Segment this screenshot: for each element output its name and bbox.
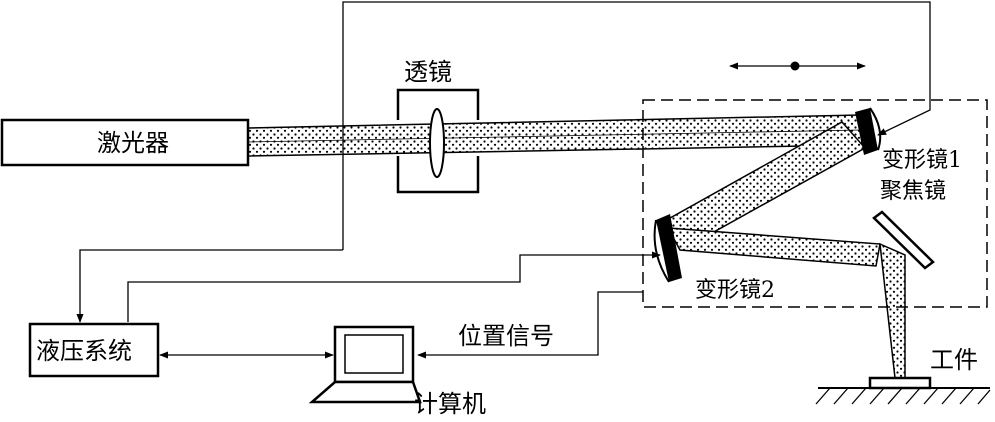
lens-icon	[429, 108, 445, 178]
lens-housing	[396, 88, 480, 194]
feedback-line-hydraulic-1	[76, 249, 343, 323]
motion-dot	[790, 61, 800, 71]
ground-hatching	[815, 387, 991, 405]
beam-focus-cone	[879, 242, 906, 379]
beam-return	[666, 227, 881, 267]
feedback-line-top	[342, 1, 931, 250]
mirror2-label: 变形镜2	[695, 278, 775, 303]
hydraulic-box	[28, 322, 160, 378]
workpiece	[868, 376, 932, 390]
deformable-mirror-2-icon	[656, 214, 682, 282]
lens-label: 透镜	[404, 58, 452, 86]
position-signal-line	[417, 291, 643, 359]
beam-axis	[247, 129, 861, 143]
laser-label: 激光器	[97, 129, 169, 157]
beam-horizontal	[247, 114, 863, 157]
hydraulic-to-mirror2-line	[127, 251, 661, 322]
workpiece-label: 工件	[930, 346, 978, 374]
fold-mirror-icon	[872, 210, 935, 270]
mirror1-sublabel: 聚焦镜	[880, 179, 946, 204]
position-signal-label: 位置信号	[458, 322, 554, 350]
computer-icon	[308, 325, 422, 404]
deformable-mirror-1-icon	[855, 108, 878, 155]
hydraulic-label: 液压系统	[36, 337, 132, 365]
computer-label: 计算机	[414, 390, 486, 417]
laser-box	[0, 118, 250, 167]
mirror-enclosure	[642, 99, 988, 308]
mirror1-label: 变形镜1	[882, 148, 962, 173]
